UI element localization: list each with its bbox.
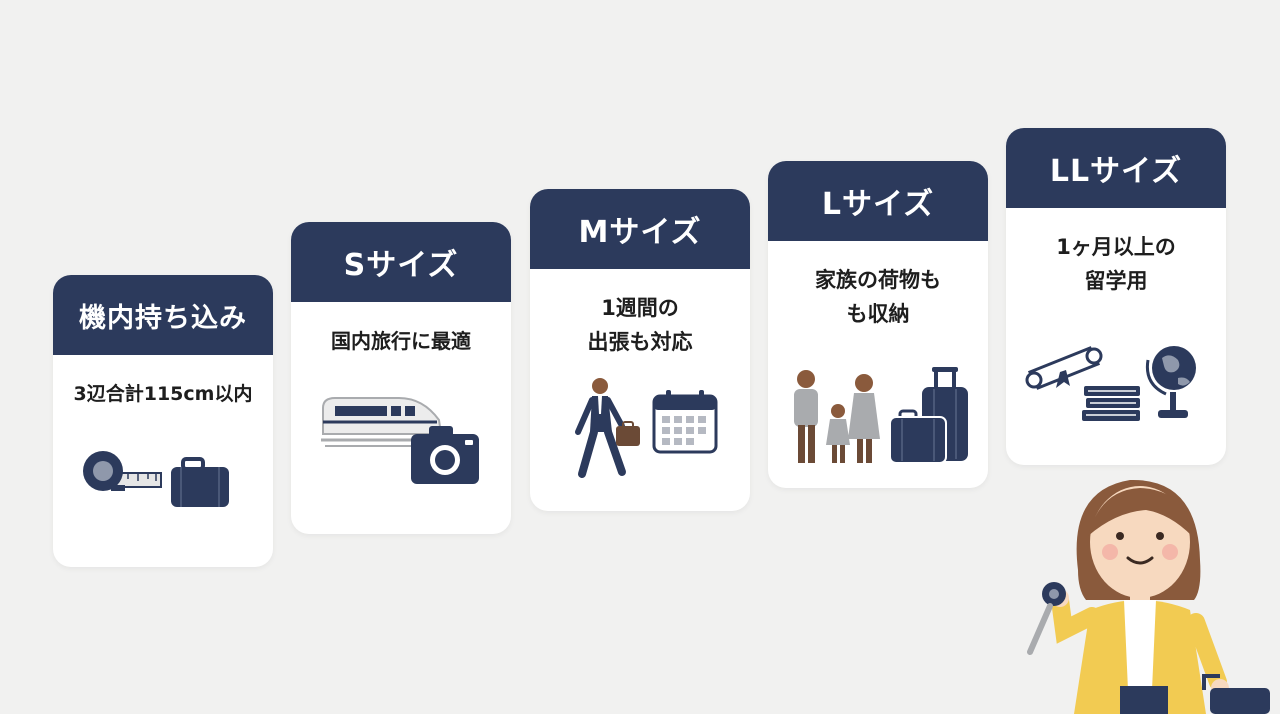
card-carry-on: 機内持ち込み 3辺合計115cm以内	[53, 275, 273, 567]
card-size-l: Lサイズ 家族の荷物も も収納	[768, 161, 988, 488]
luggage-set-icon	[889, 367, 968, 464]
card-size-ll: LLサイズ 1ヶ月以上の 留学用	[1006, 128, 1226, 465]
family-icon	[794, 370, 880, 463]
bullet-train-icon	[321, 397, 447, 447]
card-description-line: 3辺合計115cm以内	[73, 383, 253, 405]
card-description-line: も収納	[846, 302, 910, 326]
card-description-line: 留学用	[1084, 269, 1148, 293]
woman-with-tape-measure-illustration	[1020, 450, 1280, 714]
card-description-line: 国内旅行に最適	[331, 329, 471, 353]
card-title: Lサイズ	[768, 161, 988, 241]
businessman-walking-icon	[575, 378, 640, 478]
card-description: 1週間の 出張も対応	[530, 291, 750, 359]
card-description: 国内旅行に最適	[291, 324, 511, 358]
globe-icon	[1145, 346, 1196, 418]
card-title: 機内持ち込み	[53, 275, 273, 355]
card-description: 家族の荷物も も収納	[768, 263, 988, 331]
calendar-icon	[652, 390, 718, 454]
card-description-line: 出張も対応	[587, 330, 693, 354]
books-icon	[1082, 386, 1140, 421]
suitcase-icon	[171, 457, 229, 507]
card-description-line: 1週間の	[601, 296, 679, 320]
tape-measure-icon	[83, 451, 162, 491]
card-description-line: 家族の荷物も	[815, 268, 941, 292]
card-description: 3辺合計115cm以内	[53, 377, 273, 411]
card-size-s: Sサイズ 国内旅行に最適	[291, 222, 511, 534]
card-description: 1ヶ月以上の 留学用	[1006, 230, 1226, 298]
diploma-icon	[1025, 346, 1103, 390]
card-size-m: Mサイズ 1週間の 出張も対応	[530, 189, 750, 511]
card-title: Mサイズ	[530, 189, 750, 269]
card-description-line: 1ヶ月以上の	[1056, 235, 1176, 259]
card-title: Sサイズ	[291, 222, 511, 302]
camera-icon	[411, 426, 479, 484]
card-title: LLサイズ	[1006, 128, 1226, 208]
